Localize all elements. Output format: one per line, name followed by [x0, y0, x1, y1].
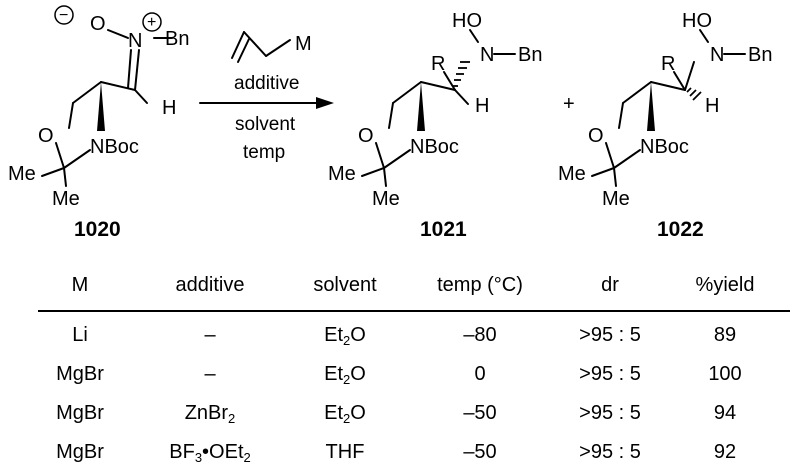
- additive-subscript: 2: [228, 411, 236, 426]
- compound-label-1022: 1022: [657, 218, 704, 241]
- additive-subscript: 3: [194, 450, 203, 465]
- cell-yield: 92: [713, 441, 737, 463]
- reaction-arrow: [199, 97, 334, 109]
- charge-plus: +: [147, 14, 156, 31]
- charge-minus: −: [59, 7, 68, 24]
- solvent-subscript: 2: [343, 333, 351, 348]
- header-solvent: solvent: [313, 274, 377, 296]
- solvent-text: Et: [324, 402, 344, 424]
- table-row: MgBr – Et2O 0 >95 : 5 100: [0, 357, 800, 391]
- atom-Me: Me: [52, 188, 80, 210]
- additive-text: BF: [169, 441, 195, 463]
- cell-yield: 94: [713, 402, 737, 424]
- cell-temp: –50: [463, 402, 497, 424]
- atom-N: N: [710, 44, 724, 66]
- compound-1022-structure: O NBoc H R HO N Bn Me Me: [558, 10, 772, 210]
- atom-Me: Me: [372, 188, 400, 210]
- solvent-text: THF: [325, 441, 365, 463]
- atom-NBoc: NBoc: [90, 136, 139, 158]
- compound-1020-structure: O NBoc H N O Bn Me Me − +: [8, 5, 189, 210]
- cell-temp: 0: [474, 363, 486, 385]
- cell-additive: BF3•OEt2: [145, 435, 275, 469]
- allyl-metal-reagent: M: [231, 31, 312, 63]
- plus-sign: +: [563, 93, 575, 115]
- reagent-metal: M: [295, 33, 312, 55]
- header-additive: additive: [175, 274, 245, 296]
- condition-temp: temp: [243, 142, 285, 163]
- cell-dr: >95 : 5: [579, 324, 641, 346]
- cell-solvent: THF: [295, 435, 395, 469]
- additive-text: –: [204, 324, 216, 346]
- atom-Bn: Bn: [748, 44, 772, 66]
- atom-NBoc: NBoc: [410, 136, 459, 158]
- cell-M: MgBr: [56, 441, 104, 463]
- atom-N: N: [480, 44, 494, 66]
- solvent-text: Et: [324, 324, 344, 346]
- solvent-tail: O: [350, 324, 366, 346]
- header-yield: %yield: [695, 274, 755, 296]
- compound-1021-structure: O NBoc H R HO N Bn Me Me: [328, 10, 542, 210]
- atom-O: O: [38, 125, 54, 147]
- additive-text: –: [204, 363, 216, 385]
- atom-NBoc: NBoc: [640, 136, 689, 158]
- atom-H: H: [705, 95, 719, 117]
- cell-M: Li: [72, 324, 88, 346]
- cell-additive: –: [145, 357, 275, 391]
- table-row: Li – Et2O –80 >95 : 5 89: [0, 318, 800, 352]
- condition-solvent: solvent: [235, 114, 296, 135]
- solvent-text: Et: [324, 363, 344, 385]
- header-temp: temp (°C): [437, 274, 523, 296]
- cell-solvent: Et2O: [295, 357, 395, 391]
- cell-additive: –: [145, 318, 275, 352]
- additive-tail: •OEt: [202, 441, 244, 463]
- solvent-tail: O: [350, 402, 366, 424]
- table-header-row: M additive solvent temp (°C) dr %yield: [0, 268, 800, 302]
- cell-M: MgBr: [56, 402, 104, 424]
- atom-HO: HO: [452, 10, 482, 32]
- atom-N: N: [128, 30, 142, 52]
- header-M: M: [71, 274, 89, 296]
- additive-subscript-2: 2: [243, 450, 251, 465]
- atom-Bn: Bn: [518, 44, 542, 66]
- cell-temp: –80: [463, 324, 497, 346]
- atom-R: R: [661, 53, 675, 75]
- atom-O: O: [358, 125, 374, 147]
- atom-Me: Me: [602, 188, 630, 210]
- solvent-subscript: 2: [343, 411, 351, 426]
- atom-HO: HO: [682, 10, 712, 32]
- atom-Me: Me: [558, 163, 586, 185]
- atom-R: R: [431, 53, 445, 75]
- atom-O: O: [90, 13, 106, 35]
- cell-solvent: Et2O: [295, 396, 395, 430]
- cell-yield: 100: [708, 363, 742, 385]
- atom-Me: Me: [328, 163, 356, 185]
- cell-M: MgBr: [56, 363, 104, 385]
- additive-text: ZnBr: [184, 402, 229, 424]
- compound-label-1020: 1020: [74, 218, 121, 241]
- cell-solvent: Et2O: [295, 318, 395, 352]
- solvent-tail: O: [350, 363, 366, 385]
- atom-O: O: [588, 125, 604, 147]
- table-row: MgBr BF3•OEt2 THF –50 >95 : 5 92: [0, 435, 800, 469]
- atom-Bn: Bn: [165, 28, 189, 50]
- cell-additive: ZnBr2: [145, 396, 275, 430]
- atom-Me: Me: [8, 163, 36, 185]
- condition-additive: additive: [234, 73, 300, 94]
- reaction-scheme: O NBoc H N O Bn Me Me − + 1020 M additiv…: [8, 5, 772, 241]
- compound-label-1021: 1021: [420, 218, 467, 241]
- solvent-subscript: 2: [343, 372, 351, 387]
- cell-dr: >95 : 5: [579, 441, 641, 463]
- cell-yield: 89: [713, 324, 737, 346]
- cell-dr: >95 : 5: [579, 363, 641, 385]
- header-dr: dr: [601, 274, 619, 296]
- header-rule: [38, 310, 790, 312]
- atom-H: H: [162, 97, 176, 119]
- cell-temp: –50: [463, 441, 497, 463]
- cell-dr: >95 : 5: [579, 402, 641, 424]
- atom-H: H: [475, 95, 489, 117]
